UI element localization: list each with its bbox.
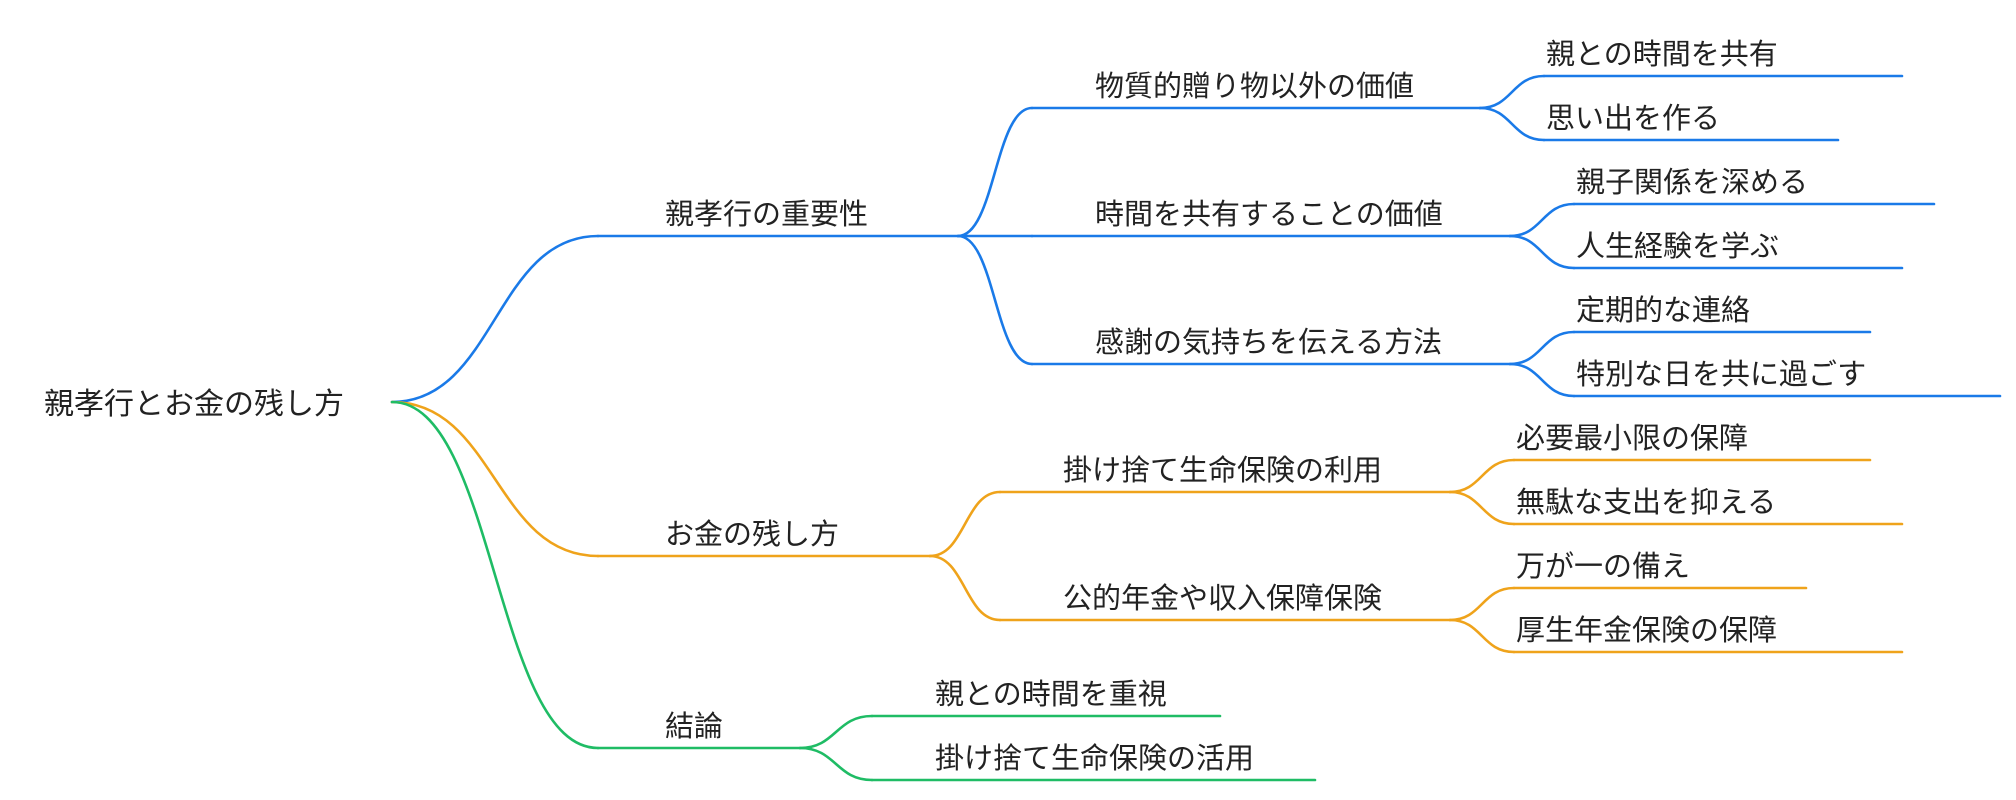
edge-sub-0-2-leaf-1 <box>1508 362 1576 398</box>
edge-branch-0-sub-2 <box>956 234 1034 366</box>
leaf-node-1-1-1: 厚生年金保険の保障 <box>1516 613 1777 647</box>
edge-sub-1-0-leaf-0 <box>1448 458 1516 494</box>
mindmap-labels: 親孝行とお金の残し方 親孝行の重要性 物質的贈り物以外の価値 親との時間を共有思い出を… <box>44 37 1866 775</box>
edge-sub-1-1-leaf-1 <box>1448 618 1516 654</box>
leaf-node-0-1-1: 人生経験を学ぶ <box>1576 229 1779 263</box>
leaf-node-1-0-0: 必要最小限の保障 <box>1516 421 1748 455</box>
sub-node-0-2: 感謝の気持ちを伝える方法 <box>1095 325 1442 359</box>
sub-node-2-0: 親との時間を重視 <box>935 677 1167 711</box>
edge-branch-2-sub-1 <box>798 746 874 782</box>
leaf-node-0-2-1: 特別な日を共に過ごす <box>1576 357 1866 391</box>
edge-sub-1-0-leaf-1 <box>1448 490 1516 526</box>
sub-node-2-1: 掛け捨て生命保険の活用 <box>935 741 1254 775</box>
edge-sub-0-0-leaf-1 <box>1478 106 1546 142</box>
leaf-node-0-0-1: 思い出を作る <box>1546 101 1720 135</box>
edge-root-branch-0 <box>390 234 600 404</box>
edge-sub-0-0-leaf-0 <box>1478 74 1546 110</box>
sub-node-1-1: 公的年金や収入保障保険 <box>1063 581 1382 615</box>
edge-sub-0-1-leaf-0 <box>1508 202 1576 238</box>
edge-branch-2-sub-0 <box>798 714 874 750</box>
root-node: 親孝行とお金の残し方 <box>44 387 344 422</box>
leaf-node-1-1-0: 万が一の備え <box>1516 549 1690 583</box>
edge-branch-1-sub-0 <box>928 490 1002 558</box>
sub-node-0-1: 時間を共有することの価値 <box>1095 197 1443 231</box>
edge-branch-0-sub-0 <box>956 106 1034 238</box>
branch-node-0: 親孝行の重要性 <box>665 197 868 231</box>
edge-sub-1-1-leaf-0 <box>1448 586 1516 622</box>
edge-sub-0-1-leaf-1 <box>1508 234 1576 270</box>
branch-node-1: お金の残し方 <box>665 517 839 551</box>
leaf-node-0-0-0: 親との時間を共有 <box>1546 37 1778 71</box>
edge-root-branch-2 <box>390 400 600 750</box>
sub-node-0-0: 物質的贈り物以外の価値 <box>1095 69 1414 103</box>
edge-sub-0-2-leaf-0 <box>1508 330 1576 366</box>
mindmap-underlines <box>596 74 2002 782</box>
edge-branch-1-sub-1 <box>928 554 1002 622</box>
branch-node-2: 結論 <box>665 709 723 743</box>
leaf-node-0-1-0: 親子関係を深める <box>1576 165 1808 199</box>
edge-root-branch-1 <box>390 400 600 558</box>
leaf-node-0-2-0: 定期的な連絡 <box>1576 293 1750 327</box>
leaf-node-1-0-1: 無駄な支出を抑える <box>1516 485 1776 519</box>
mindmap-edges <box>390 74 1576 782</box>
sub-node-1-0: 掛け捨て生命保険の利用 <box>1063 453 1382 487</box>
